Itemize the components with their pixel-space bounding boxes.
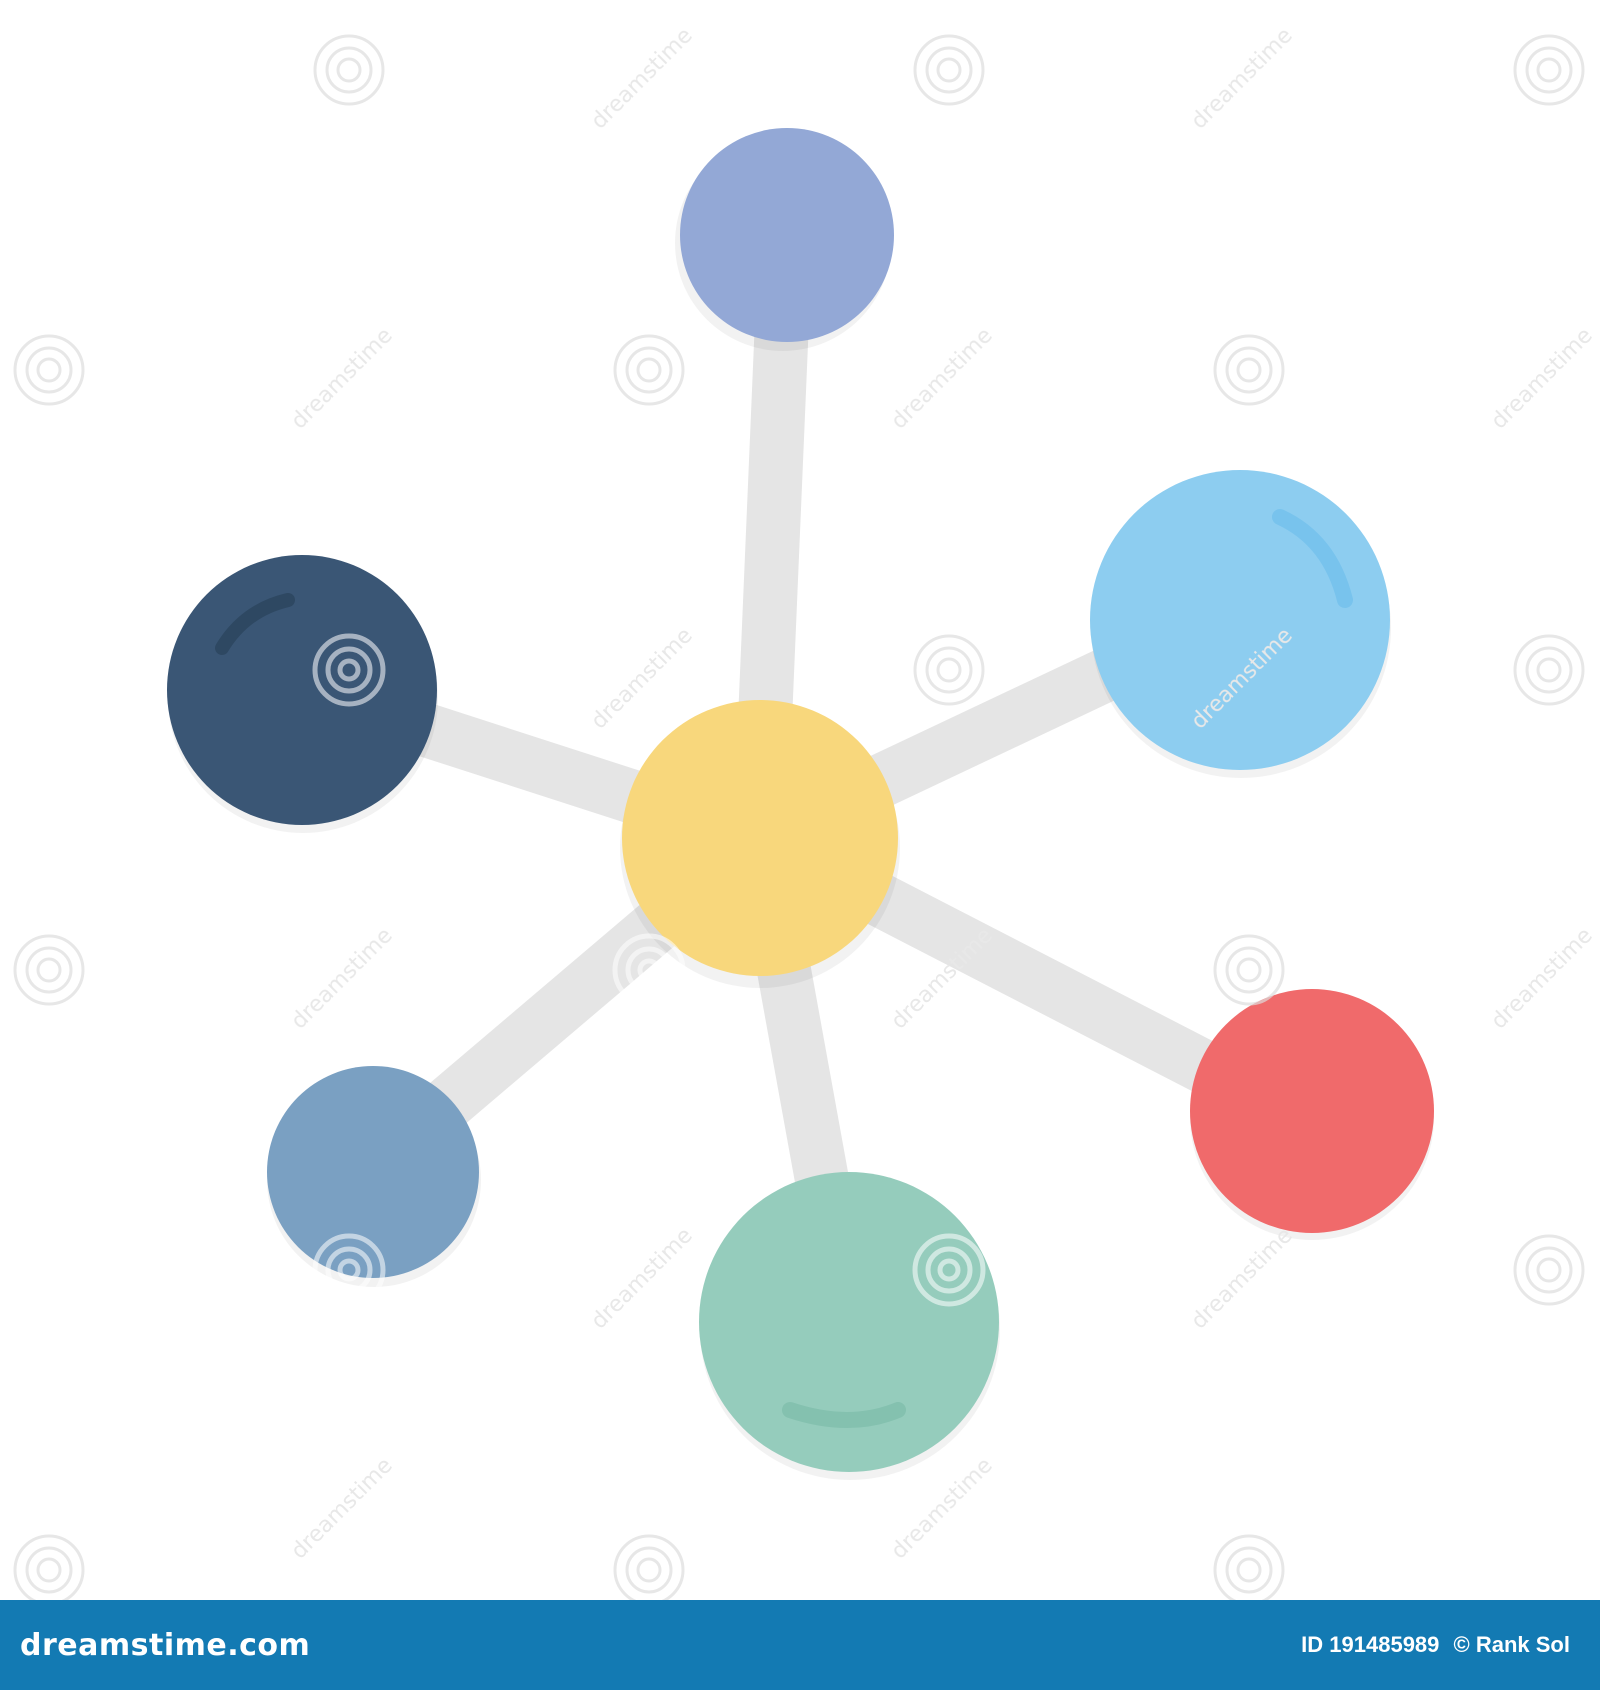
svg-text:dreamstime: dreamstime <box>287 1453 398 1564</box>
svg-text:dreamstime: dreamstime <box>1187 1223 1298 1334</box>
svg-text:dreamstime: dreamstime <box>287 923 398 1034</box>
brand-logo[interactable]: dreamstime.com <box>20 1627 311 1663</box>
node-left <box>167 555 437 825</box>
illustration-canvas: dreamstime dreamstime dreamstime dreamst… <box>13 23 1598 1600</box>
svg-text:dreamstime: dreamstime <box>1487 923 1598 1034</box>
svg-text:dreamstime: dreamstime <box>287 323 398 434</box>
node-center <box>622 700 898 976</box>
svg-text:dreamstime: dreamstime <box>1187 23 1298 134</box>
node-bottom-highlight <box>782 1402 906 1428</box>
spiral-watermark-icon <box>312 633 986 1307</box>
svg-text:dreamstime: dreamstime <box>1487 323 1598 434</box>
svg-text:dreamstime: dreamstime <box>887 323 998 434</box>
node-right-highlight <box>1272 509 1353 608</box>
image-id: ID 191485989 <box>1301 1632 1440 1657</box>
node-lower-left <box>267 1066 479 1278</box>
copyright-text: © Rank Sol <box>1453 1632 1570 1657</box>
node-right-lower <box>1190 989 1434 1233</box>
svg-text:dreamstime: dreamstime <box>587 23 698 134</box>
image-credit: ID 191485989 © Rank Sol <box>1301 1632 1570 1658</box>
node-top <box>680 128 894 342</box>
network-hub-icon: dreamstime dreamstime dreamstime dreamst… <box>13 23 1598 1600</box>
node-right <box>1090 470 1390 770</box>
spiral-watermark-icon <box>13 34 1585 1600</box>
node-left-highlight <box>215 593 295 655</box>
svg-text:dreamstime: dreamstime <box>587 1223 698 1334</box>
svg-text:dreamstime: dreamstime <box>587 623 698 734</box>
footer-bar: dreamstime.com ID 191485989 © Rank Sol <box>0 1600 1600 1690</box>
